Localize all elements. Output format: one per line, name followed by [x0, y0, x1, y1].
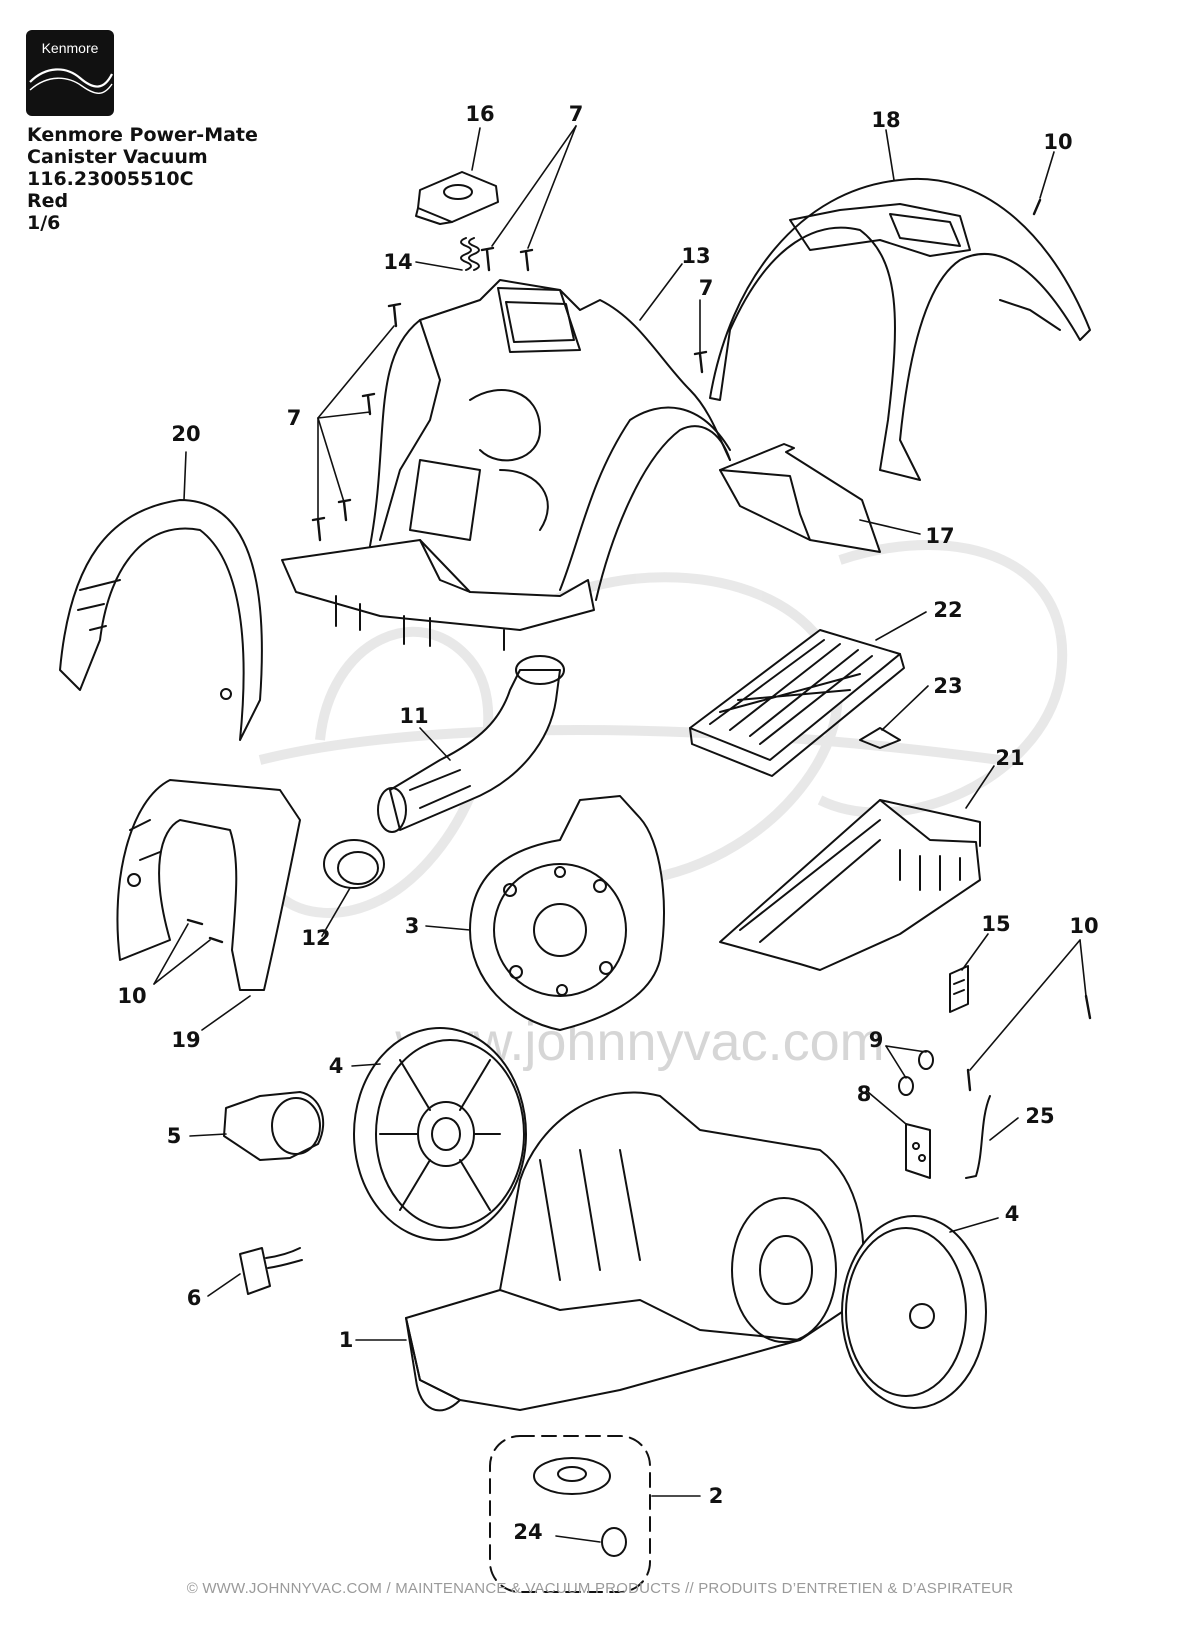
- callout-5: 5: [166, 1124, 182, 1148]
- logo-text: Kenmore: [41, 40, 99, 56]
- callout-22: 22: [933, 598, 963, 622]
- part-1-base: [405, 1091, 865, 1412]
- callout-24: 24: [513, 1520, 543, 1544]
- callout-7: 7: [286, 406, 302, 430]
- callout-6: 6: [186, 1286, 202, 1310]
- callout-17: 17: [925, 524, 955, 548]
- part-18-rear-cover: [709, 177, 1091, 481]
- title-page-number: 1/6: [27, 212, 61, 234]
- callout-7: 7: [568, 102, 584, 126]
- part-17-filter-sheet: [719, 443, 881, 553]
- part-21-tray: [719, 799, 981, 971]
- callout-19: 19: [171, 1028, 201, 1052]
- callout-11: 11: [399, 704, 429, 728]
- callout-10: 10: [117, 984, 147, 1008]
- part-4-wheel-right: [841, 1215, 987, 1409]
- callout-7: 7: [698, 276, 714, 300]
- part-15-switch: [949, 965, 969, 1013]
- callout-4: 4: [328, 1054, 344, 1078]
- part-16-latch: [415, 171, 499, 225]
- part-12-ring: [323, 839, 385, 889]
- part-9-knobs: [898, 1050, 934, 1096]
- title-brand-line: Kenmore Power-Mate: [27, 124, 258, 146]
- copyright-footer: © WWW.JOHNNYVAC.COM / MAINTENANCE & VACU…: [186, 1580, 1014, 1597]
- kenmore-logo: Kenmore: [26, 30, 114, 116]
- callout-1: 1: [338, 1328, 354, 1352]
- callout-10: 10: [1069, 914, 1099, 938]
- part-20-handle-cover: [59, 499, 263, 741]
- callout-8: 8: [856, 1082, 872, 1106]
- title-color: Red: [27, 190, 69, 212]
- callout-15: 15: [981, 912, 1011, 936]
- part-5-motor-cover: [223, 1091, 325, 1161]
- part-13-upper-housing: [281, 279, 731, 651]
- callout-9: 9: [868, 1028, 884, 1052]
- part-19-handle-base: [116, 779, 301, 991]
- callout-10: 10: [1043, 130, 1073, 154]
- callout-18: 18: [871, 108, 901, 132]
- part-6-connector: [239, 1247, 303, 1295]
- callout-3: 3: [404, 914, 420, 938]
- part-3-motor-plate: [469, 795, 665, 1031]
- part-14-spring: [460, 237, 480, 271]
- title-model-number: 116.23005510C: [27, 168, 194, 190]
- leader-lines: [153, 125, 1087, 1543]
- part-8-board: [905, 1123, 931, 1179]
- part-4-wheel-left: [353, 1027, 527, 1241]
- part-25-wire: [965, 1095, 991, 1179]
- part-11-duct: [377, 655, 565, 833]
- callout-2: 2: [708, 1484, 724, 1508]
- screws: [186, 198, 1092, 1092]
- model-title-block: Kenmore Power-Mate Canister Vacuum 116.2…: [27, 124, 258, 234]
- callout-23: 23: [933, 674, 963, 698]
- title-product-line: Canister Vacuum: [27, 146, 208, 168]
- callout-4: 4: [1004, 1202, 1020, 1226]
- callout-16: 16: [465, 102, 495, 126]
- part-2-group: [489, 1435, 651, 1593]
- part-22-filter: [689, 629, 905, 777]
- callout-21: 21: [995, 746, 1025, 770]
- callout-14: 14: [383, 250, 413, 274]
- callout-25: 25: [1025, 1104, 1055, 1128]
- part-23-gasket: [859, 727, 901, 749]
- callout-20: 20: [171, 422, 201, 446]
- callout-13: 13: [681, 244, 711, 268]
- logo-wave-icon: [29, 68, 113, 94]
- callout-12: 12: [301, 926, 331, 950]
